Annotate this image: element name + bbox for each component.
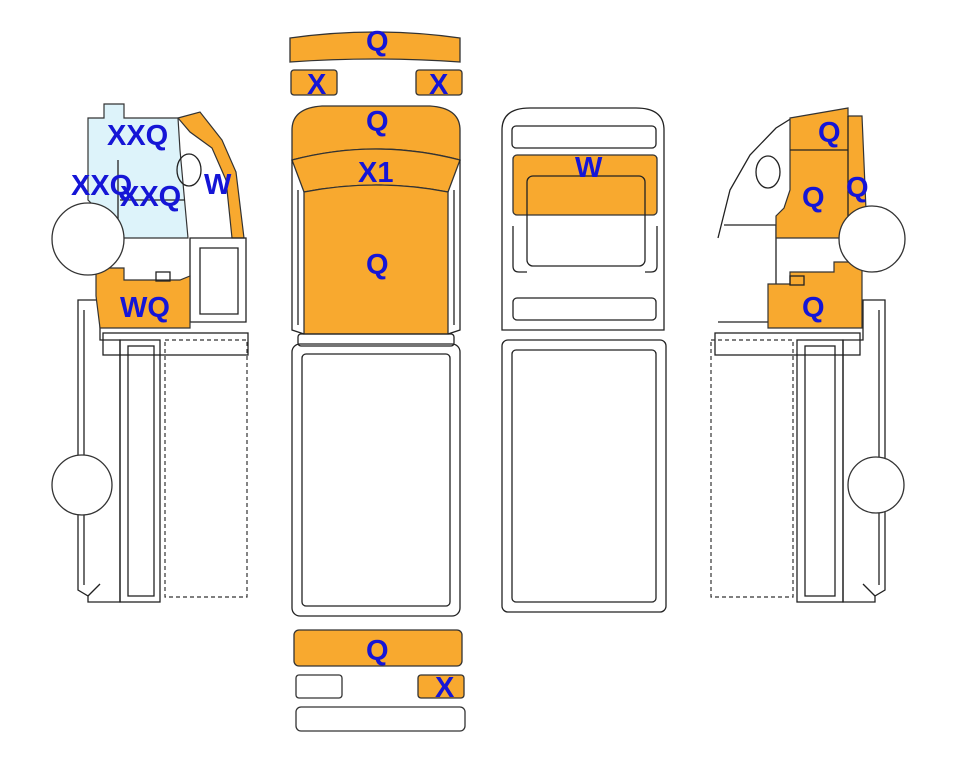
right-side-view <box>710 107 906 603</box>
label-left-2: XXQ <box>71 170 132 202</box>
left-front-wheel <box>51 202 125 276</box>
top-front-bumper <box>289 31 461 63</box>
label-left-5: WQ <box>120 292 170 324</box>
top-right-mirror <box>415 69 463 96</box>
left-rear-wheel <box>51 454 113 516</box>
label-top-2: X <box>307 69 327 101</box>
right-front-wheel <box>838 205 906 273</box>
rear-view <box>501 107 667 613</box>
label-right-4: Q <box>802 292 825 324</box>
label-top-4: Q <box>366 106 389 138</box>
top-left-mirror <box>290 69 338 96</box>
label-top-3: X <box>429 69 449 101</box>
label-top-1: Q <box>366 26 389 58</box>
damage-labels: XXQ XXQ XXQ W WQ Q X X Q X1 Q Q X W Q Q … <box>71 26 869 704</box>
rear-window-panel-w <box>512 154 658 216</box>
label-left-3: XXQ <box>120 181 181 213</box>
label-top-7: Q <box>366 635 389 667</box>
right-rear-wheel <box>847 456 905 514</box>
label-top-6: Q <box>366 249 389 281</box>
left-lower-panel-wq <box>95 267 191 329</box>
left-side-view <box>51 103 249 603</box>
top-rear-left-light <box>295 674 343 699</box>
top-roof <box>303 184 449 335</box>
label-top-8: X <box>435 672 455 704</box>
right-door-panel <box>775 107 867 239</box>
top-rear-step <box>295 706 466 732</box>
label-left-1: XXQ <box>107 120 168 152</box>
top-rear-bumper <box>293 629 463 667</box>
label-right-1: Q <box>818 117 841 149</box>
top-view <box>289 31 466 732</box>
label-right-3: Q <box>846 172 869 204</box>
label-left-4: W <box>204 169 232 201</box>
label-top-5: X1 <box>358 157 393 189</box>
label-right-2: Q <box>802 182 825 214</box>
top-rear-right-light <box>417 674 465 699</box>
label-rear-1: W <box>575 152 603 184</box>
